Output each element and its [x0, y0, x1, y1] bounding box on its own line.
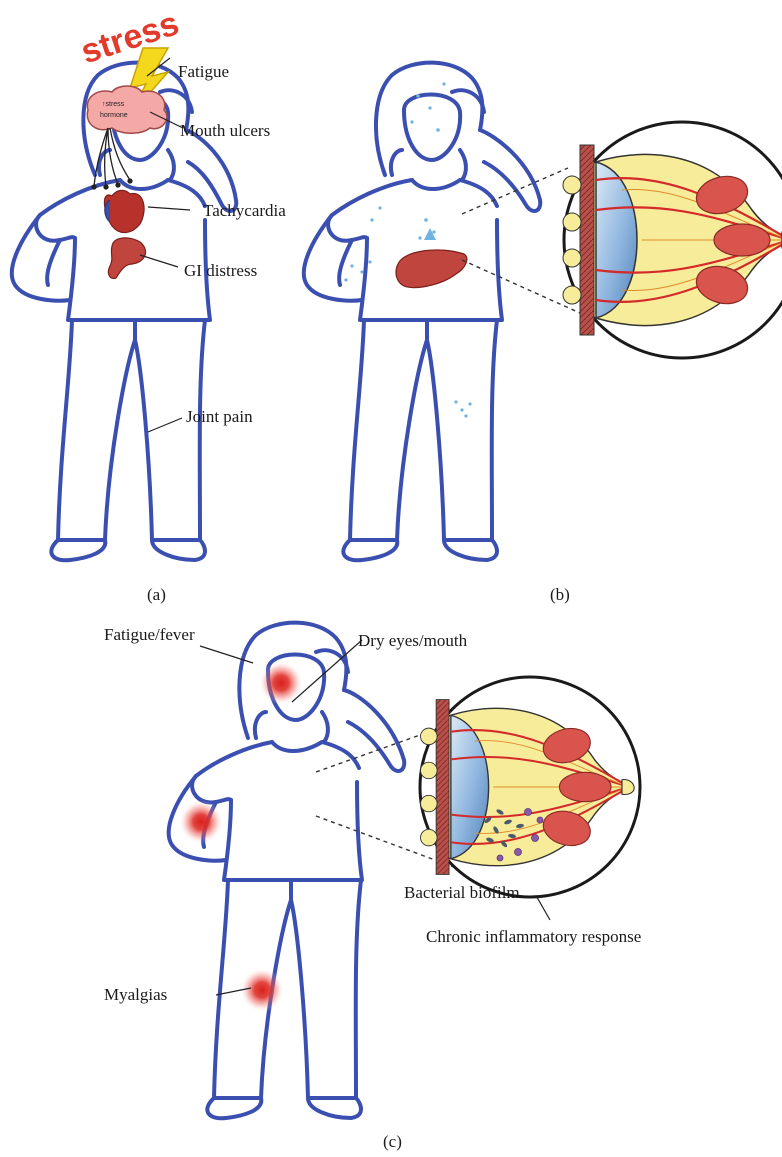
heart-icon [104, 190, 144, 232]
panel-b: (b) [304, 63, 782, 604]
caption-a: (a) [147, 585, 166, 604]
brain-hormone-text: hormone [100, 112, 128, 119]
brain-stress-text: ↑stress [102, 101, 125, 108]
label-myalgias: Myalgias [104, 985, 167, 1004]
inflammation-spot-thigh [240, 968, 284, 1012]
label-fatigue: Fatigue [178, 62, 229, 81]
silicone-droplet-icon [424, 228, 436, 240]
breast-biofilm-cross-section [420, 677, 640, 897]
label-tachycardia: Tachycardia [203, 201, 286, 220]
caption-c: (c) [383, 1132, 402, 1151]
label-gi-distress: GI distress [184, 261, 257, 280]
stomach-icon [108, 238, 145, 278]
label-mouth-ulcers: Mouth ulcers [180, 121, 270, 140]
figure-b-woman-outline [304, 63, 540, 561]
label-joint-pain: Joint pain [186, 407, 253, 426]
panel-c: Fatigue/fever Dry eyes/mouth Myalgias Ba… [104, 623, 641, 1151]
panel-a: stress ↑stress hormone [12, 4, 286, 604]
caption-b: (b) [550, 585, 570, 604]
breast-implant-cross-section [563, 122, 782, 358]
liver-icon [396, 250, 467, 288]
label-chronic-inflammatory-response: Chronic inflammatory response [426, 927, 641, 946]
label-dry-eyes-mouth: Dry eyes/mouth [358, 631, 468, 650]
label-fatigue-fever: Fatigue/fever [104, 625, 195, 644]
inflammation-spot-elbow [179, 800, 223, 844]
label-bacterial-biofilm: Bacterial biofilm [404, 883, 520, 902]
brain-icon [87, 86, 167, 133]
